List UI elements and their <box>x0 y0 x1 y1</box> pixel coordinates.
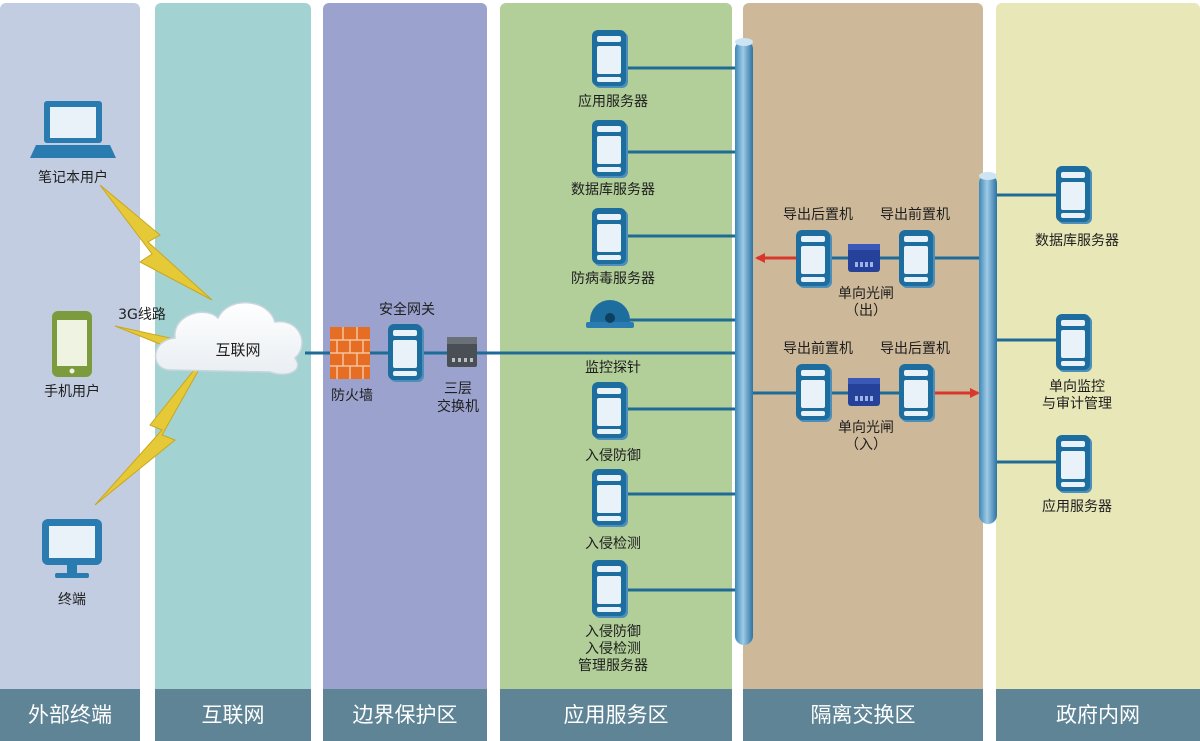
gate-in-label-line2: （入） <box>845 437 887 453</box>
zone-internet-footer <box>155 689 311 741</box>
gov-bus <box>979 172 997 524</box>
gate-in-label-line1: 单向光闸 <box>838 420 894 436</box>
laptop-user-label: 笔记本用户 <box>38 169 108 186</box>
switch-icon <box>447 337 477 367</box>
iso-bottom-left-label: 导出前置机 <box>783 340 853 357</box>
dome-camera-icon <box>586 300 634 328</box>
server-icon <box>592 208 628 266</box>
zone-gov-footer <box>996 689 1200 741</box>
cloud-label: 互联网 <box>215 341 260 359</box>
optical-gate-icon <box>848 378 880 406</box>
zone-gov-background <box>996 3 1200 738</box>
3g-link-label: 3G线路 <box>118 307 166 323</box>
gov-audit-label-line2: 与审计管理 <box>1042 396 1112 412</box>
gate-out-label-line2: （出） <box>845 303 887 319</box>
switch-label-line1: 三层 <box>444 381 472 397</box>
server-icon <box>796 364 832 422</box>
zone-isolation-background <box>743 3 983 738</box>
cloud-icon <box>154 302 303 376</box>
app-server-label: 应用服务器 <box>578 93 648 110</box>
server-icon <box>592 382 628 440</box>
server-icon <box>1056 166 1092 224</box>
zone-gov-label: 政府内网 <box>1056 703 1140 727</box>
mgmt-server-label-line1: 入侵防御 <box>585 623 641 640</box>
zone-outside-footer <box>0 689 140 741</box>
antivirus-server-label: 防病毒服务器 <box>571 271 655 287</box>
zone-isolation-footer <box>743 689 983 741</box>
gate-out-label-line1: 单向光闸 <box>838 286 894 302</box>
optical-gate-icon <box>848 244 880 272</box>
zone-border-footer <box>323 689 487 741</box>
gateway-label: 安全网关 <box>379 301 435 318</box>
laptop-icon <box>30 101 116 158</box>
zone-border-label: 边界保护区 <box>353 703 458 727</box>
zone-outside-label: 外部终端 <box>28 703 112 727</box>
zone-internet-label: 互联网 <box>202 703 265 727</box>
server-icon <box>592 120 628 178</box>
gov-db-label: 数据库服务器 <box>1035 233 1119 249</box>
phone-user-label: 手机用户 <box>44 383 100 400</box>
server-icon <box>592 469 628 527</box>
zone-isolation-label: 隔离交换区 <box>811 703 916 727</box>
server-icon <box>592 30 628 88</box>
server-icon <box>899 364 935 422</box>
lightning-icon <box>99 184 213 301</box>
iso-bottom-right-label: 导出后置机 <box>880 341 950 357</box>
server-icon <box>592 560 628 618</box>
server-icon <box>1056 314 1092 372</box>
mgmt-server-label-line3: 管理服务器 <box>578 658 648 674</box>
zone-app-label: 应用服务区 <box>564 703 669 727</box>
ids-label: 入侵检测 <box>585 535 641 552</box>
phone-icon <box>52 311 92 377</box>
monitor-icon <box>42 519 102 578</box>
zone-app-footer <box>500 689 732 741</box>
server-icon <box>899 230 935 288</box>
db-server-label: 数据库服务器 <box>571 182 655 198</box>
brick-wall-icon <box>330 327 370 379</box>
iso-top-right-label: 导出前置机 <box>880 206 950 223</box>
server-icon <box>1056 435 1092 493</box>
iso-top-left-label: 导出后置机 <box>783 207 853 223</box>
server-icon <box>796 230 832 288</box>
firewall-label: 防火墙 <box>331 388 373 404</box>
switch-label-line2: 交换机 <box>437 398 479 415</box>
app-bus <box>735 38 753 645</box>
ips-label: 入侵防御 <box>585 447 641 464</box>
mgmt-server-label-line2: 入侵检测 <box>585 640 641 657</box>
zone-app-background <box>500 3 732 738</box>
lightning-icon <box>94 349 211 506</box>
server-icon <box>388 324 424 382</box>
probe-label: 监控探针 <box>585 360 641 376</box>
gov-app-label: 应用服务器 <box>1042 498 1112 515</box>
gov-audit-label-line1: 单向监控 <box>1049 379 1105 395</box>
terminal-label: 终端 <box>58 592 86 608</box>
